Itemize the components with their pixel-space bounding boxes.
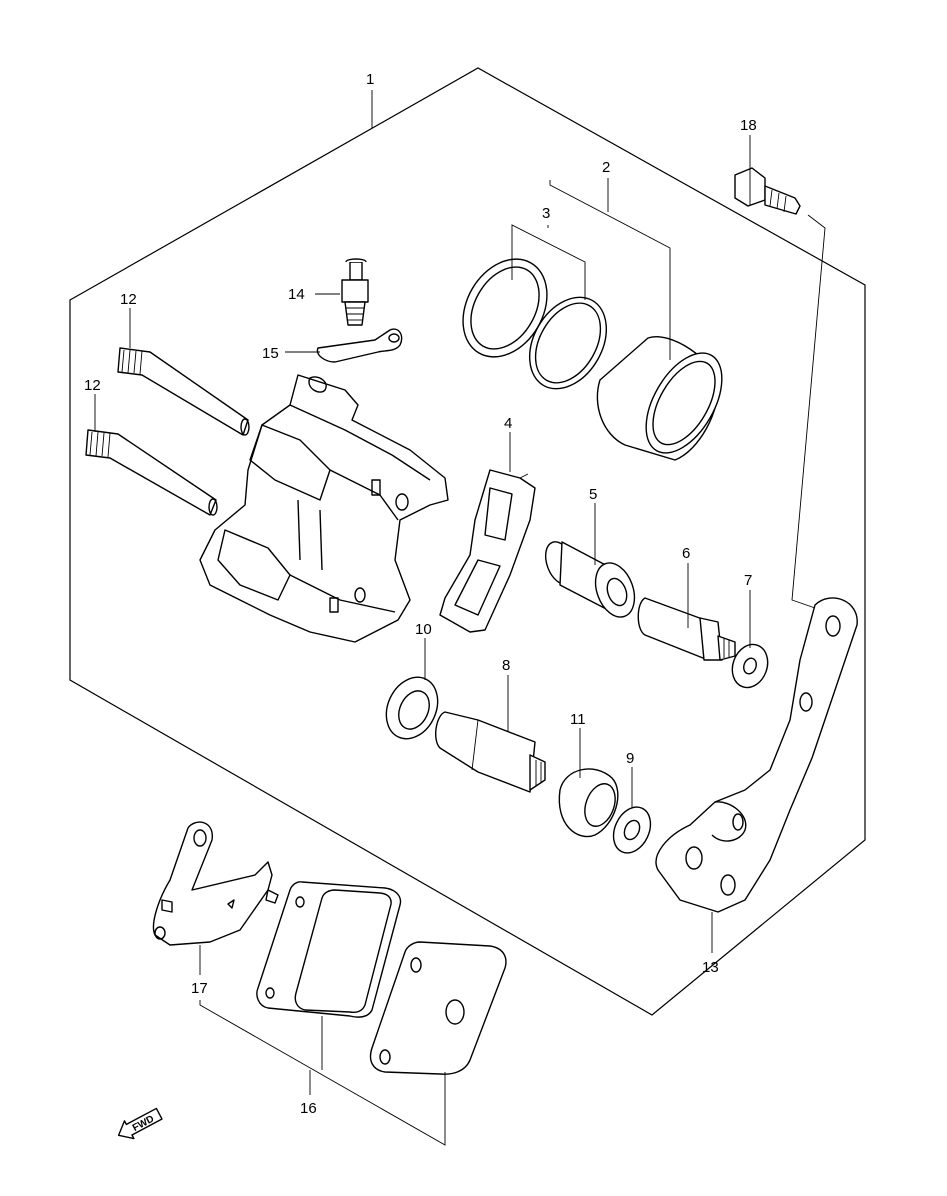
callout-3: 3	[542, 205, 550, 222]
fwd-arrow-icon	[117, 1107, 163, 1140]
part-14-bleeder-valve	[341, 258, 369, 326]
callout-8: 8	[502, 657, 510, 674]
callout-12-upper: 12	[120, 291, 137, 308]
caliper-body	[199, 374, 449, 643]
callout-10: 10	[415, 621, 432, 638]
part-17-spring-plate	[152, 821, 279, 946]
assembly-outline	[69, 67, 866, 1016]
part-5-sleeve	[544, 541, 636, 618]
callout-5: 5	[589, 486, 597, 503]
callout-4: 4	[504, 415, 512, 432]
callout-12-lower: 12	[84, 377, 101, 394]
callout-11: 11	[570, 711, 586, 728]
leader-lines	[94, 90, 826, 1146]
fwd-arrow: FWD	[117, 1107, 163, 1140]
part-9-washer	[612, 806, 652, 854]
part-16-pad-rear	[256, 881, 402, 1018]
part-10-boot	[385, 676, 439, 740]
part-3-seals	[462, 258, 608, 390]
part-4-shim	[439, 469, 536, 633]
callout-9: 9	[626, 750, 634, 767]
callout-16: 16	[300, 1100, 317, 1117]
callout-13: 13	[702, 959, 719, 976]
part-11-boot	[558, 768, 619, 838]
part-12-pin-lower	[85, 429, 218, 516]
part-7-washer	[731, 643, 769, 689]
part-13-bracket	[655, 597, 858, 913]
callout-7: 7	[744, 572, 752, 589]
part-15-cap	[316, 328, 403, 363]
callout-14: 14	[288, 286, 305, 303]
callout-15: 15	[262, 345, 279, 362]
part-2-piston	[596, 336, 723, 461]
part-6-bolt	[637, 597, 736, 661]
fwd-label: FWD	[131, 1114, 156, 1134]
part-8-pin	[434, 711, 546, 793]
callout-2: 2	[602, 159, 610, 176]
callout-17: 17	[191, 980, 208, 997]
part-12-pin-upper	[117, 347, 250, 436]
callout-labels: 1 2 3 4 5 6 7 8 9 10 11 12 12 13 14 15 1…	[84, 71, 757, 1117]
callout-18: 18	[740, 117, 757, 134]
callout-1: 1	[366, 71, 374, 88]
part-16-pad-front	[369, 941, 507, 1075]
part-18-bolt	[734, 167, 801, 215]
callout-6: 6	[682, 545, 690, 562]
